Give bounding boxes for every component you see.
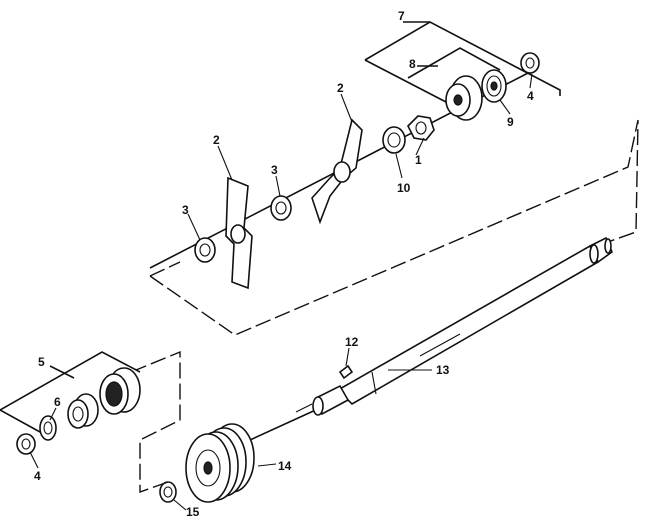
leader-6	[49, 407, 57, 421]
leader-9	[499, 99, 511, 115]
bearing-9	[481, 69, 507, 103]
callout-9: 9	[507, 115, 514, 129]
bracket-7	[364, 21, 561, 96]
callout-5: 5	[38, 355, 45, 369]
callout-6: 6	[54, 395, 61, 409]
upper-dashed-outline	[149, 119, 639, 336]
leader-2-left	[217, 145, 233, 181]
nut-4-upper	[520, 52, 540, 74]
leader-4-upper	[529, 73, 533, 89]
lower-shaft-axis	[249, 407, 321, 441]
shaft-13-collar	[371, 371, 377, 395]
bearing-inner	[67, 393, 99, 429]
leader-1	[415, 137, 425, 156]
callout-13: 13	[436, 363, 450, 377]
bracket-5	[0, 351, 141, 411]
callout-3-middle: 3	[271, 163, 278, 177]
bearing-housing-5	[99, 367, 141, 415]
leader-3-left	[187, 213, 201, 241]
washer-10	[382, 126, 406, 154]
callout-10: 10	[397, 181, 411, 195]
bracket-7-lower	[364, 59, 447, 103]
callout-2-right: 2	[337, 81, 344, 95]
callout-3-left: 3	[182, 203, 189, 217]
lower-dashed-outline	[135, 350, 181, 493]
spacer-washer-3-middle	[270, 195, 292, 221]
nut-4-lower	[16, 433, 36, 455]
seal-6	[39, 415, 57, 441]
leader-14	[257, 463, 277, 467]
fan-blade-2-right	[311, 118, 363, 225]
hex-nut-1	[407, 115, 435, 141]
leader-10	[395, 153, 403, 179]
bracket-8	[407, 47, 501, 79]
leader-15	[173, 499, 187, 511]
pulley-14	[185, 423, 255, 503]
spacer-washer-3-left	[194, 237, 216, 263]
callout-15: 15	[186, 505, 200, 519]
callout-7: 7	[398, 9, 405, 23]
leader-2-right	[340, 93, 353, 123]
callout-2-left: 2	[213, 133, 220, 147]
upper-assembly: 2 2 3 3 10 1 9 4 7 8	[149, 9, 639, 336]
leader-4-lower	[29, 451, 39, 469]
washer-15	[159, 481, 177, 503]
lower-assembly: 5 6 4 12 13 14 15	[0, 236, 613, 519]
callout-14: 14	[278, 459, 292, 473]
leader-3-middle	[275, 175, 281, 197]
fan-blade-2-left	[225, 176, 253, 290]
callout-8: 8	[409, 57, 416, 71]
callout-4-upper: 4	[527, 89, 534, 103]
callout-1: 1	[415, 153, 422, 167]
callout-12: 12	[345, 335, 359, 349]
shaft-13-highlight	[419, 333, 461, 357]
key-12	[338, 364, 354, 380]
leader-12	[345, 347, 350, 367]
bracket-5-lower	[0, 409, 41, 433]
bearing-housing-8	[445, 75, 483, 121]
callout-4-lower: 4	[34, 469, 41, 483]
upper-dashed-left	[149, 261, 181, 277]
shaft-13-tip	[295, 403, 313, 413]
drive-shaft-13	[295, 236, 613, 416]
leader-5	[49, 365, 75, 379]
